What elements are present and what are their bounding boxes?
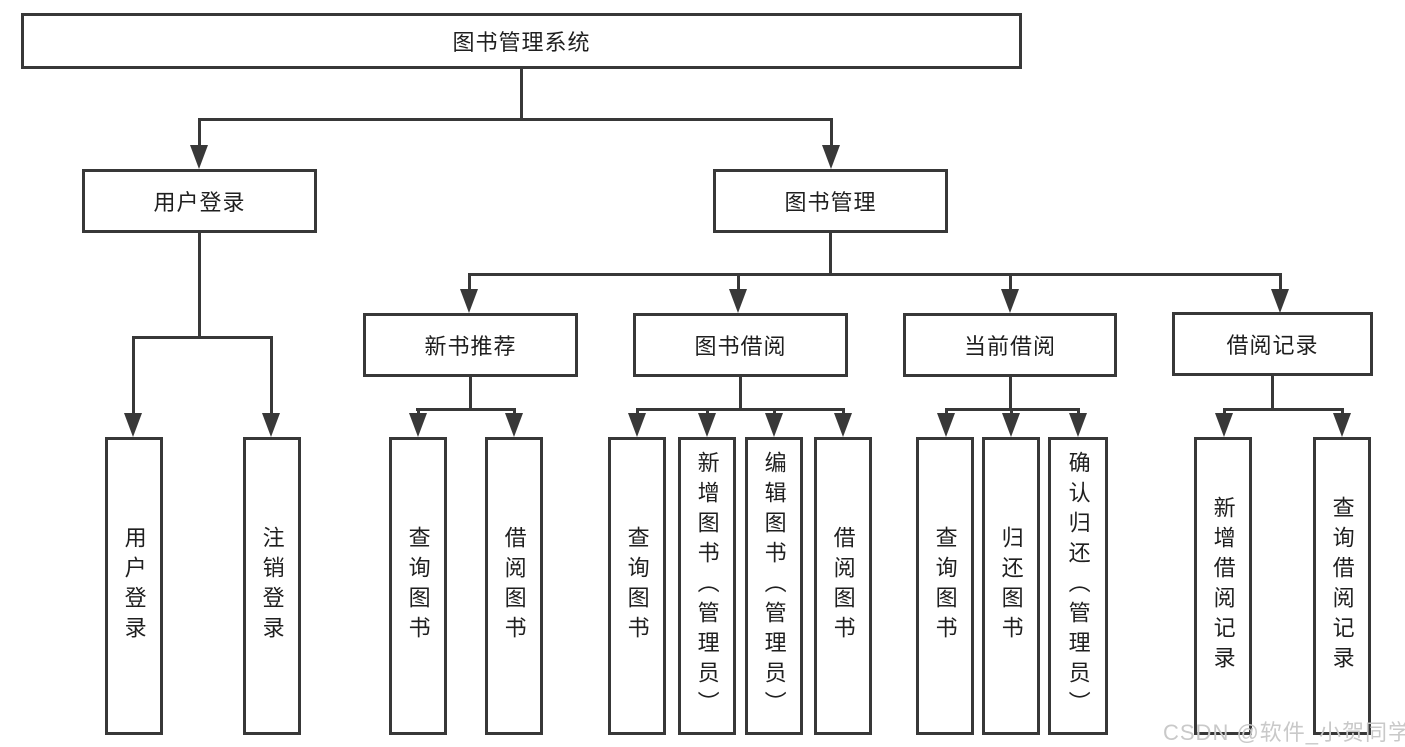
- arrowhead-icon: [460, 289, 478, 313]
- arrowhead-icon: [1002, 413, 1020, 437]
- connector-new-book-arrow-stem: [417, 408, 420, 416]
- leaf-borrow-books: 借阅图书: [814, 437, 872, 735]
- connector-book-mgmt-arrow-stem: [1279, 273, 1282, 293]
- arrowhead-icon: [698, 413, 716, 437]
- arrowhead-icon: [937, 413, 955, 437]
- connector-new-book-arrow-stem: [513, 408, 516, 416]
- leaf-label: 查询图书: [624, 526, 650, 646]
- leaf-borrow-books-recommend: 借阅图书: [485, 437, 543, 735]
- connector-current-vline: [1009, 377, 1012, 410]
- connector-root-arrow-stem: [830, 118, 833, 148]
- arrowhead-icon: [729, 289, 747, 313]
- leaf-logout: 注销登录: [243, 437, 301, 735]
- leaf-query-books-borrowing: 查询图书: [608, 437, 666, 735]
- connector-records-vline: [1271, 376, 1274, 410]
- connector-user-login-hline: [132, 336, 273, 339]
- connector-current-arrow-stem: [945, 408, 948, 416]
- leaf-confirm-return-admin: 确认归还（管理员）: [1048, 437, 1108, 735]
- leaf-label: 归还图书: [998, 526, 1024, 646]
- arrowhead-icon: [409, 413, 427, 437]
- arrowhead-icon: [822, 145, 840, 169]
- node-label: 图书借阅: [694, 334, 787, 359]
- connector-book-mgmt-arrow-stem: [468, 273, 471, 293]
- arrowhead-icon: [1001, 289, 1019, 313]
- connector-current-arrow-stem: [1010, 408, 1013, 416]
- arrowhead-icon: [765, 413, 783, 437]
- connector-borrowing-hline: [636, 408, 844, 411]
- connector-book-mgmt-arrow-stem: [737, 273, 740, 293]
- connector-root-hline: [198, 118, 833, 121]
- leaf-label: 用户登录: [121, 526, 147, 646]
- connector-records-hline: [1223, 408, 1343, 411]
- leaf-label: 查询借阅记录: [1329, 496, 1355, 676]
- connector-records-arrow-stem: [1223, 408, 1226, 416]
- leaf-edit-books-admin: 编辑图书（管理员）: [745, 437, 803, 735]
- leaf-query-books-current: 查询图书: [916, 437, 974, 735]
- node-library-management-system: 图书管理系统: [21, 13, 1022, 69]
- leaf-label: 编辑图书（管理员）: [761, 451, 787, 721]
- node-label: 图书管理: [784, 190, 877, 215]
- connector-book-mgmt-hline: [468, 273, 1282, 276]
- leaf-return-books: 归还图书: [982, 437, 1040, 735]
- connector-borrowing-arrow-stem: [706, 408, 709, 416]
- leaf-label: 查询图书: [932, 526, 958, 646]
- node-book-borrowing: 图书借阅: [633, 313, 848, 377]
- connector-book-mgmt-vline: [829, 233, 832, 275]
- arrowhead-icon: [1333, 413, 1351, 437]
- connector-root-arrow-stem: [198, 118, 201, 148]
- connector-borrowing-vline: [739, 377, 742, 410]
- connector-user-login-vline: [198, 233, 201, 338]
- leaf-user-login: 用户登录: [105, 437, 163, 735]
- leaf-query-borrow-record: 查询借阅记录: [1313, 437, 1371, 735]
- node-user-login: 用户登录: [82, 169, 317, 233]
- connector-book-mgmt-arrow-stem: [1009, 273, 1012, 293]
- arrowhead-icon: [190, 145, 208, 169]
- arrowhead-icon: [124, 413, 142, 437]
- leaf-add-borrow-record: 新增借阅记录: [1194, 437, 1252, 735]
- node-label: 用户登录: [153, 190, 246, 215]
- leaf-add-books-admin: 新增图书（管理员）: [678, 437, 736, 735]
- arrowhead-icon: [505, 413, 523, 437]
- leaf-label: 注销登录: [259, 526, 285, 646]
- arrowhead-icon: [834, 413, 852, 437]
- connector-user-login-arrow-stem: [270, 336, 273, 415]
- leaf-label: 新增图书（管理员）: [694, 451, 720, 721]
- leaf-label: 查询图书: [405, 526, 431, 646]
- csdn-watermark: CSDN @软件_小贺同学: [1163, 720, 1405, 745]
- arrowhead-icon: [1271, 289, 1289, 313]
- arrowhead-icon: [1215, 413, 1233, 437]
- arrowhead-icon: [628, 413, 646, 437]
- arrowhead-icon: [1069, 413, 1087, 437]
- node-label: 当前借阅: [963, 334, 1056, 359]
- leaf-label: 借阅图书: [830, 526, 856, 646]
- leaf-label: 借阅图书: [501, 526, 527, 646]
- connector-records-arrow-stem: [1341, 408, 1344, 416]
- leaf-query-books-recommend: 查询图书: [389, 437, 447, 735]
- connector-borrowing-arrow-stem: [842, 408, 845, 416]
- node-label: 新书推荐: [424, 334, 517, 359]
- node-book-management: 图书管理: [713, 169, 948, 233]
- leaf-label: 确认归还（管理员）: [1065, 451, 1091, 721]
- connector-current-arrow-stem: [1077, 408, 1080, 416]
- node-new-book-recommend: 新书推荐: [363, 313, 578, 377]
- connector-borrowing-arrow-stem: [636, 408, 639, 416]
- connector-new-book-hline: [416, 408, 516, 411]
- connector-root-vline: [520, 69, 523, 120]
- node-current-borrowing: 当前借阅: [903, 313, 1117, 377]
- node-label: 借阅记录: [1226, 333, 1319, 358]
- connector-new-book-vline: [469, 377, 472, 410]
- leaf-label: 新增借阅记录: [1210, 496, 1236, 676]
- connector-borrowing-arrow-stem: [773, 408, 776, 416]
- connector-user-login-arrow-stem: [132, 336, 135, 415]
- arrowhead-icon: [262, 413, 280, 437]
- node-label: 图书管理系统: [452, 30, 591, 55]
- node-borrowing-records: 借阅记录: [1172, 312, 1373, 376]
